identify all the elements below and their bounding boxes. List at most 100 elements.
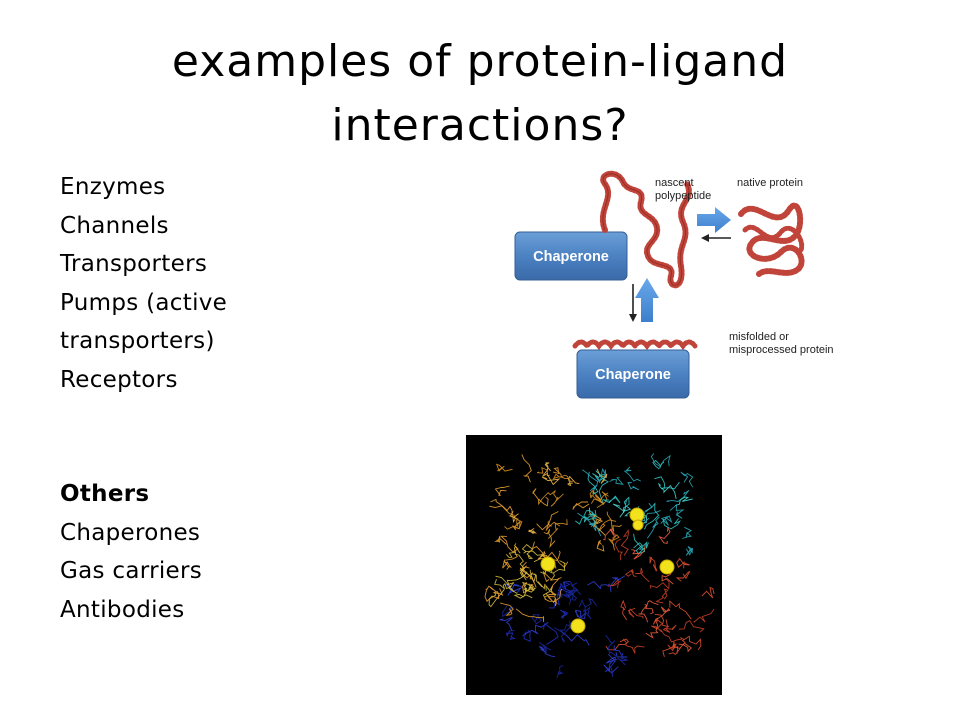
backbone-strand <box>657 482 677 500</box>
list-item: Chaperones <box>60 519 201 546</box>
backbone-strand <box>652 613 665 625</box>
backbone-strand <box>606 511 622 532</box>
backbone-strand <box>494 485 510 496</box>
backbone-strand <box>612 503 632 518</box>
backbone-strand <box>500 602 514 616</box>
backbone-strand <box>623 466 642 482</box>
backbone-strand <box>701 586 715 599</box>
list-item: Receptors <box>60 366 178 393</box>
backbone-strand <box>583 606 592 620</box>
backbone-strand <box>678 619 705 633</box>
backbone-strand <box>536 511 559 531</box>
ligand-sphere <box>632 519 644 531</box>
backbone-strand <box>503 550 518 564</box>
backbone-strand <box>563 633 590 646</box>
backbone-strand <box>635 567 650 583</box>
backbone-strand <box>607 534 620 551</box>
backbone-strand <box>627 481 640 491</box>
backbone-strand <box>675 496 693 506</box>
backbone-strand <box>505 630 516 640</box>
chaperone-top: Chaperone <box>514 231 628 281</box>
backbone-strand <box>508 511 519 524</box>
protein-backbone-wireframe <box>484 453 715 679</box>
backbone-strand <box>521 543 534 559</box>
backbone-strand <box>562 589 572 605</box>
backbone-strand <box>645 600 659 615</box>
backbone-strand <box>506 571 528 593</box>
backbone-strand <box>490 498 516 518</box>
backbone-strand <box>572 501 590 510</box>
backbone-strand <box>502 605 514 618</box>
backbone-strand <box>552 473 575 483</box>
backbone-strand <box>552 467 570 479</box>
backbone-strand <box>575 513 594 525</box>
backbone-strand <box>545 520 561 531</box>
backbone-strand <box>494 535 507 545</box>
backbone-strand <box>524 621 549 636</box>
backbone-strand <box>494 579 512 590</box>
backbone-strand <box>504 518 523 530</box>
backbone-strand <box>627 607 644 619</box>
ligand-sphere <box>659 559 675 575</box>
backbone-strand <box>574 609 586 620</box>
backbone-strand <box>541 474 561 486</box>
backbone-strand <box>678 642 692 653</box>
backbone-strand <box>589 490 605 508</box>
backbone-strand <box>604 661 615 677</box>
ligand-spheres <box>540 507 675 634</box>
backbone-strand <box>622 638 645 654</box>
list-item: Pumps (active <box>60 289 228 316</box>
backbone-strand <box>488 588 505 608</box>
backbone-strand <box>578 597 598 608</box>
backbone-strand <box>685 546 693 556</box>
backbone-strand <box>680 471 694 488</box>
backbone-strand <box>522 581 535 594</box>
backbone-strand <box>660 629 685 643</box>
nascent-label-line-1: nascent <box>655 177 694 189</box>
binding-arrow-down <box>629 284 637 322</box>
backbone-strand <box>542 462 552 477</box>
backbone-strand <box>644 502 660 530</box>
backbone-strand <box>499 617 513 631</box>
backbone-strand <box>531 541 547 560</box>
backbone-strand <box>598 474 609 504</box>
backbone-strand <box>654 476 680 490</box>
backbone-strand <box>615 653 628 666</box>
native-protein-coil <box>738 202 805 277</box>
list-item: transporters) <box>60 328 215 354</box>
backbone-strand <box>544 592 557 602</box>
backbone-strand <box>562 580 575 594</box>
backbone-strand <box>655 588 669 604</box>
backbone-strand <box>583 509 598 520</box>
backbone-strand <box>587 580 611 590</box>
list-item: Enzymes <box>60 174 166 200</box>
backbone-strand <box>638 603 649 623</box>
backbone-strand <box>564 582 579 598</box>
backbone-strand <box>602 495 621 504</box>
list-item: Gas carriers <box>60 558 203 584</box>
protein-structure-image <box>466 435 722 695</box>
backbone-strand <box>495 575 518 594</box>
backbone-strand <box>523 550 546 563</box>
backbone-strand <box>567 475 580 487</box>
backbone-strand <box>538 646 556 658</box>
slide-title-line-1: examples of protein-ligand <box>171 36 789 87</box>
backbone-strand <box>550 492 564 507</box>
ligand-sphere <box>570 618 586 634</box>
backbone-strand <box>539 641 552 654</box>
backbone-strand <box>650 619 669 633</box>
backbone-strand <box>596 539 605 552</box>
backbone-strand <box>547 519 568 539</box>
backbone-strand <box>607 578 622 588</box>
chaperone-diagram: Chaperone nascent polypeptide native pro… <box>514 170 834 399</box>
nascent-label-line-2: polypeptide <box>655 190 711 202</box>
list-item: Channels <box>60 212 169 239</box>
backbone-strand <box>560 623 576 643</box>
backbone-strand <box>485 585 504 596</box>
chaperone-bottom-label: Chaperone <box>595 367 671 383</box>
backbone-strand <box>595 467 607 484</box>
ligand-sphere <box>540 556 556 572</box>
backbone-strand <box>592 470 606 481</box>
backbone-strand <box>614 538 624 561</box>
backbone-strand <box>519 567 537 584</box>
